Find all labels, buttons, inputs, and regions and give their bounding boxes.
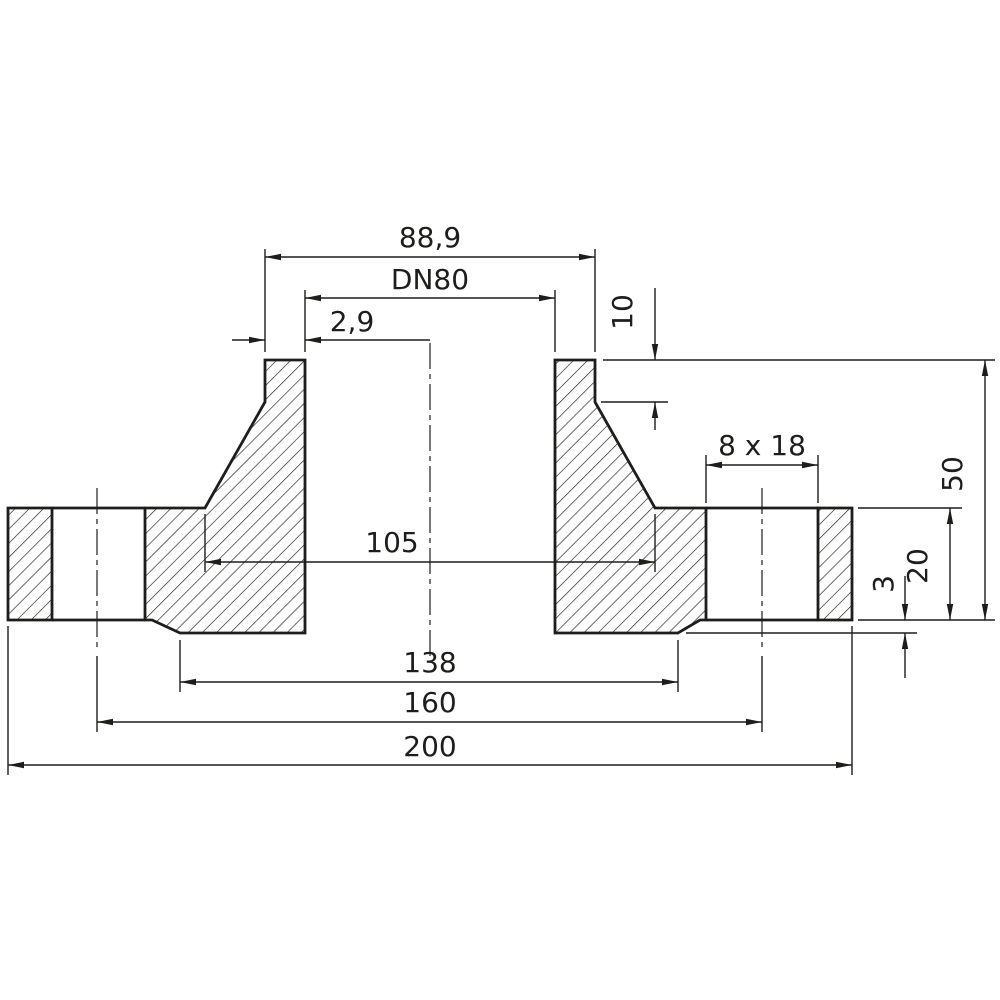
dim-label-overall-height: 50 — [936, 456, 969, 492]
dim-label-raised-face-height: 3 — [867, 575, 900, 593]
flange-right-rim-section — [816, 506, 854, 622]
dim-label-hub-diameter: 105 — [365, 526, 418, 559]
dim-label-flange-thickness: 20 — [901, 548, 934, 584]
dim-label-outer-diameter: 200 — [403, 730, 456, 763]
dim-label-neck-height: 10 — [606, 294, 639, 330]
dim-label-pipe-od: 88,9 — [399, 221, 461, 254]
dim-label-bolt-holes: 8 x 18 — [718, 429, 806, 462]
dim-label-bolt-circle: 160 — [403, 686, 456, 719]
dim-label-raised-face-diameter: 138 — [403, 646, 456, 679]
dim-label-wall-thickness: 2,9 — [330, 305, 375, 338]
flange-left-rim-section — [6, 506, 54, 622]
dim-label-nominal-bore: DN80 — [391, 263, 469, 296]
